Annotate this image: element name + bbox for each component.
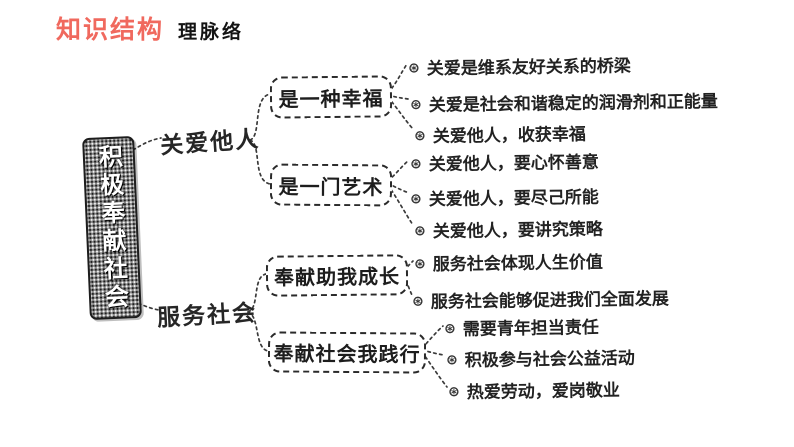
flower-bullet-icon: ⊛	[409, 96, 422, 113]
leaf-item: ⊛ 需要青年担当责任	[444, 313, 599, 340]
node-box-growth-label: 奉献助我成长	[273, 264, 401, 290]
flower-bullet-icon: ⊛	[413, 222, 426, 239]
root-node-label: 积极奉献社会	[93, 143, 130, 313]
leaf-item: ⊛ 关爱是社会和谐稳定的润滑剂和正能量	[410, 87, 718, 116]
leaf-item: ⊛ 服务社会能够促进我们全面发展	[412, 284, 669, 313]
leaf-label: 关爱他人，收获幸福	[432, 124, 586, 147]
flower-bullet-icon: ⊛	[409, 190, 422, 207]
page-title: 知识结构	[56, 15, 165, 44]
node-box-art-label: 是一门艺术	[278, 174, 384, 199]
node-box-happiness: 是一种幸福	[269, 75, 393, 119]
branch-label-serve-society: 服务社会	[156, 300, 258, 332]
leaf-item: ⊛ 关爱他人，要讲究策略	[414, 215, 603, 243]
leaf-label: 关爱他人，要讲究策略	[432, 219, 603, 243]
leaf-label: 需要青年担当责任	[462, 317, 599, 340]
node-box-happiness-label: 是一种幸福	[278, 85, 384, 112]
leaf-label: 关爱他人，要尽己所能	[428, 187, 599, 211]
leaf-item: ⊛ 关爱他人，要尽己所能	[410, 183, 599, 211]
flower-bullet-icon: ⊛	[413, 127, 426, 144]
leaf-label: 关爱是维系友好关系的桥梁	[426, 56, 631, 80]
leaf-item: ⊛ 关爱是维系友好关系的桥梁	[408, 51, 631, 79]
leaf-label: 服务社会体现人生价值	[432, 252, 603, 276]
leaf-label: 积极参与社会公益活动	[464, 348, 635, 372]
page-subtitle: 理脉络	[178, 21, 245, 43]
flower-bullet-icon: ⊛	[411, 293, 424, 310]
node-box-practice-label: 奉献社会我践行	[273, 341, 421, 367]
flower-bullet-icon: ⊛	[413, 255, 426, 272]
flower-bullet-icon: ⊛	[447, 383, 460, 400]
branch-label-care-for-others: 关爱他人	[159, 126, 261, 160]
leaf-item: ⊛ 热爱劳动，爱岗敬业	[448, 376, 620, 403]
leaf-label: 服务社会能够促进我们全面发展	[430, 289, 669, 313]
node-box-practice: 奉献社会我践行	[267, 331, 427, 374]
flower-bullet-icon: ⊛	[443, 320, 456, 337]
page-header: 知识结构 理脉络	[56, 10, 244, 46]
leaf-item: ⊛ 积极参与社会公益活动	[446, 344, 635, 372]
leaf-item: ⊛ 服务社会体现人生价值	[414, 248, 603, 276]
leaf-item: ⊛ 关爱他人，要心怀善意	[410, 148, 599, 176]
root-node: 积极奉献社会	[82, 135, 142, 321]
node-box-growth: 奉献助我成长	[265, 254, 409, 297]
leaf-label: 关爱是社会和谐稳定的润滑剂和正能量	[428, 91, 718, 116]
flower-bullet-icon: ⊛	[409, 155, 422, 172]
leaf-label: 热爱劳动，爱岗敬业	[466, 380, 620, 403]
leaf-label: 关爱他人，要心怀善意	[428, 152, 599, 176]
node-box-art: 是一门艺术	[269, 163, 393, 207]
leaf-item: ⊛ 关爱他人，收获幸福	[414, 120, 586, 147]
flower-bullet-icon: ⊛	[445, 351, 458, 368]
flower-bullet-icon: ⊛	[407, 59, 420, 77]
